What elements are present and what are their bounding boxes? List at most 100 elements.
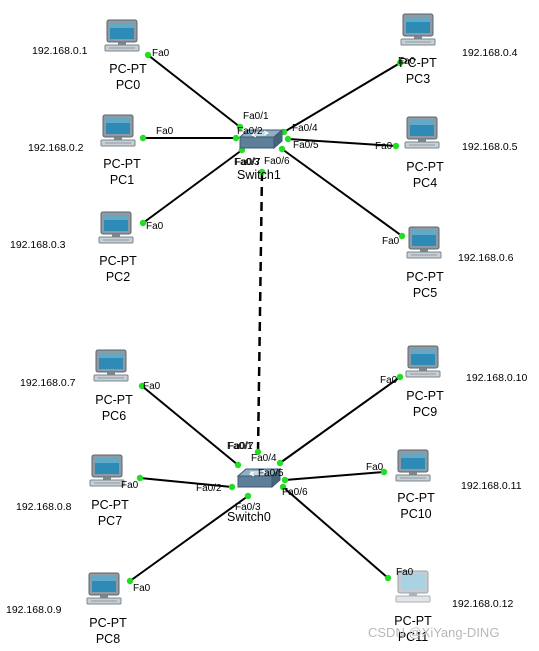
pc-name-label: PC2 [106,270,130,284]
port-status-dot [396,373,404,381]
pc-icon[interactable] [93,349,129,382]
port-status-dot [384,574,392,582]
switch-name-label: Switch0 [227,510,271,524]
pc-port-label: Fa0 [382,236,400,247]
port-status-dot [139,134,147,142]
switch-port-label: Fa0/6 [282,487,308,498]
pc-type-label: PC-PT [406,389,444,403]
pc-icon[interactable] [404,116,440,149]
port-status-dot [254,448,262,456]
ip-address-label: 192.168.0.3 [10,239,66,251]
pc-icon[interactable] [89,454,125,487]
ip-address-label: 192.168.0.4 [462,47,518,59]
port-status-dot [138,382,146,390]
pc-type-label: PC-PT [406,160,444,174]
pc-icon[interactable] [100,114,136,147]
pc-port-label: Fa0 [380,375,398,386]
ip-address-label: 192.168.0.11 [461,480,522,492]
pc-name-label: PC6 [102,409,126,423]
pc-type-label: PC-PT [99,254,137,268]
pc-port-label: Fa0 [156,126,174,137]
pc-port-label: Fa0 [398,56,416,67]
port-status-dot [126,577,134,585]
link-pc10-switch0 [284,471,385,481]
pc-port-label: Fa0 [152,48,170,59]
link-pc8-switch0 [129,495,249,582]
link-pc7-switch0 [139,477,233,488]
switch-name-label: Switch1 [237,168,281,182]
ip-address-label: 192.168.0.6 [458,252,514,264]
port-status-dot [278,145,286,153]
pc-port-label: Fa0 [146,221,164,232]
pc-type-label: PC-PT [95,393,133,407]
switch-port-label: Fa0/1 [227,441,253,452]
link-endpoints-layer [126,51,406,585]
pc-port-label: Fa0 [396,567,414,578]
pc-icon[interactable] [104,19,140,52]
trunk-port-label: Fa0/7 [228,441,254,452]
port-status-dot [236,123,244,131]
pc-name-label: PC11 [398,630,428,644]
trunk-port-label: Fa0/7 [235,157,261,168]
pc-name-label: PC1 [110,173,134,187]
port-status-dot [380,468,388,476]
pc-type-label: PC-PT [109,62,147,76]
pc-type-label: PC-PT [397,491,435,505]
switch-port-label: Fa0/2 [196,483,222,494]
port-status-dot [244,492,252,500]
pc-type-label: PC-PT [399,56,437,70]
port-status-dot [284,135,292,143]
switch-port-label: Fa0/6 [264,156,290,167]
ip-address-label: 192.168.0.7 [20,377,76,389]
link-pc2-switch1 [142,149,243,224]
pc-type-label: PC-PT [103,157,141,171]
port-status-dot [258,168,266,176]
pc-port-label: Fa0 [143,381,161,392]
pc-port-label: Fa0 [133,583,151,594]
ip-address-label: 192.168.0.10 [466,372,527,384]
links-layer [129,54,403,582]
port-status-dot [279,483,287,491]
link-pc11-switch0 [282,486,389,579]
port-status-dot [136,474,144,482]
pc-type-label: PC-PT [91,498,129,512]
port-status-dot [232,134,240,142]
watermark-text: CSDN @XiYang-DING [368,625,499,640]
ip-address-label: 192.168.0.9 [6,604,62,616]
switch-port-label: Fa0/1 [243,111,269,122]
pc-icon[interactable] [406,226,442,259]
pc-name-label: PC7 [98,514,122,528]
pc-port-label: Fa0 [366,462,384,473]
pc-icon[interactable] [405,345,441,378]
switch-port-label: Fa0/4 [251,453,277,464]
pc-type-label: PC-PT [89,616,127,630]
link-pc0-switch1 [147,54,241,128]
pc-icon[interactable] [400,13,436,46]
pc-port-label: Fa0 [121,480,139,491]
pc-name-label: PC3 [406,72,430,86]
link-pc6-switch0 [141,385,239,466]
port-status-dot [392,142,400,150]
ip-address-label: 192.168.0.12 [452,598,513,610]
switch-port-label: Fa0/2 [237,126,263,137]
pc-type-label: PC-PT [394,614,432,628]
pc-icon[interactable] [395,449,431,482]
ip-address-label: 192.168.0.1 [32,45,88,57]
port-status-dot [144,51,152,59]
trunk-link [256,171,264,453]
port-status-dot [396,59,404,67]
pc-port-label: Fa0 [375,141,393,152]
pc-icon[interactable] [98,211,134,244]
port-status-dot [228,483,236,491]
port-status-dot [281,476,289,484]
port-status-dot [398,232,406,240]
pc-icon[interactable] [86,572,122,605]
switch-port-label: Fa0/5 [293,140,319,151]
port-status-dot [139,219,147,227]
pc-name-label: PC9 [413,405,437,419]
link-pc4-switch1 [287,138,397,147]
pc-type-label: PC-PT [406,270,444,284]
ip-address-label: 192.168.0.8 [16,501,72,513]
